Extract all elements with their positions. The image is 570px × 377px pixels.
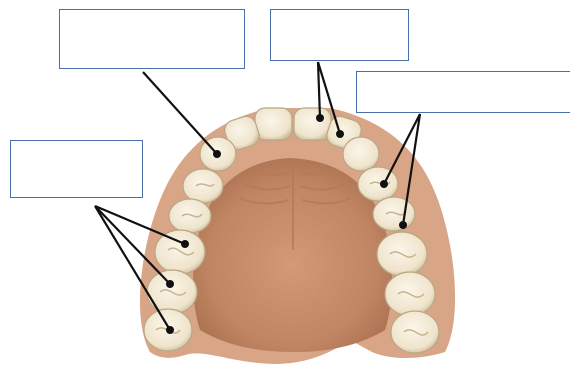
leader-line-1 (143, 72, 217, 154)
tooth-premolar-1-right (183, 169, 223, 203)
pointer-dot (399, 221, 407, 229)
tooth-premolar-2-left (373, 197, 415, 231)
tooth-premolar-2-right (169, 199, 211, 233)
tooth-molar-1-right (155, 230, 205, 274)
pointer-dot (166, 280, 174, 288)
pointer-dot (380, 180, 388, 188)
pointer-dot (213, 150, 221, 158)
label-box-incisors-canine[interactable] (59, 9, 245, 69)
label-box-incisors[interactable] (270, 9, 409, 61)
tooth-canine-left (343, 137, 379, 171)
pointer-dot (336, 130, 344, 138)
label-box-molars[interactable] (10, 140, 143, 198)
pointer-dot (316, 114, 324, 122)
tooth-central-incisor-right (255, 108, 292, 140)
label-box-premolars[interactable] (356, 71, 570, 113)
tooth-central-incisor-left (294, 108, 331, 140)
tooth-premolar-1-left (358, 167, 398, 201)
pointer-dot (181, 240, 189, 248)
pointer-dot (166, 326, 174, 334)
